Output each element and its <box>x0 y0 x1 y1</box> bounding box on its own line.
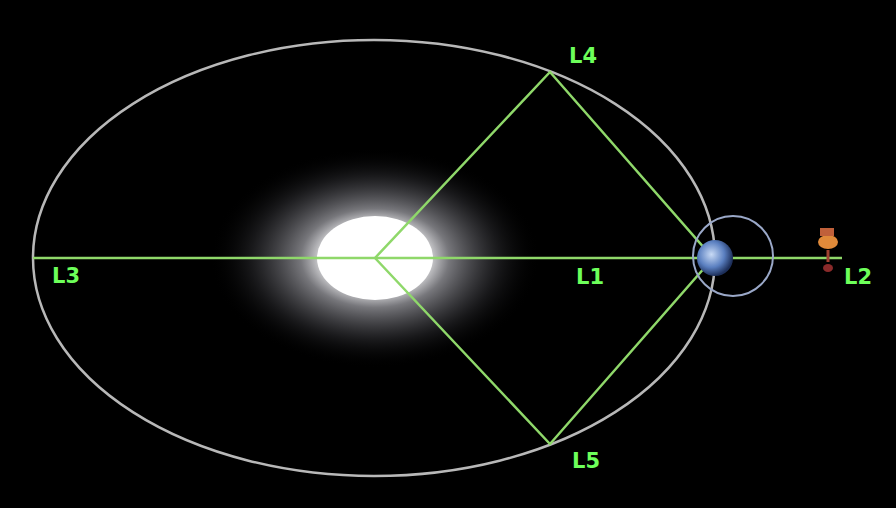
lagrange-point-label: L1 <box>573 266 607 289</box>
lagrange-point-label: L5 <box>569 450 603 473</box>
spacecraft-icon <box>818 228 838 272</box>
lagrange-point-label: L2 <box>841 266 875 289</box>
lagrange-point-label: L4 <box>566 45 600 68</box>
equilateral-triangles <box>375 72 713 444</box>
geometry-lines <box>33 72 842 444</box>
earth <box>697 240 733 276</box>
moon-orbit <box>693 216 773 296</box>
lagrange-point-label: L3 <box>49 265 83 288</box>
